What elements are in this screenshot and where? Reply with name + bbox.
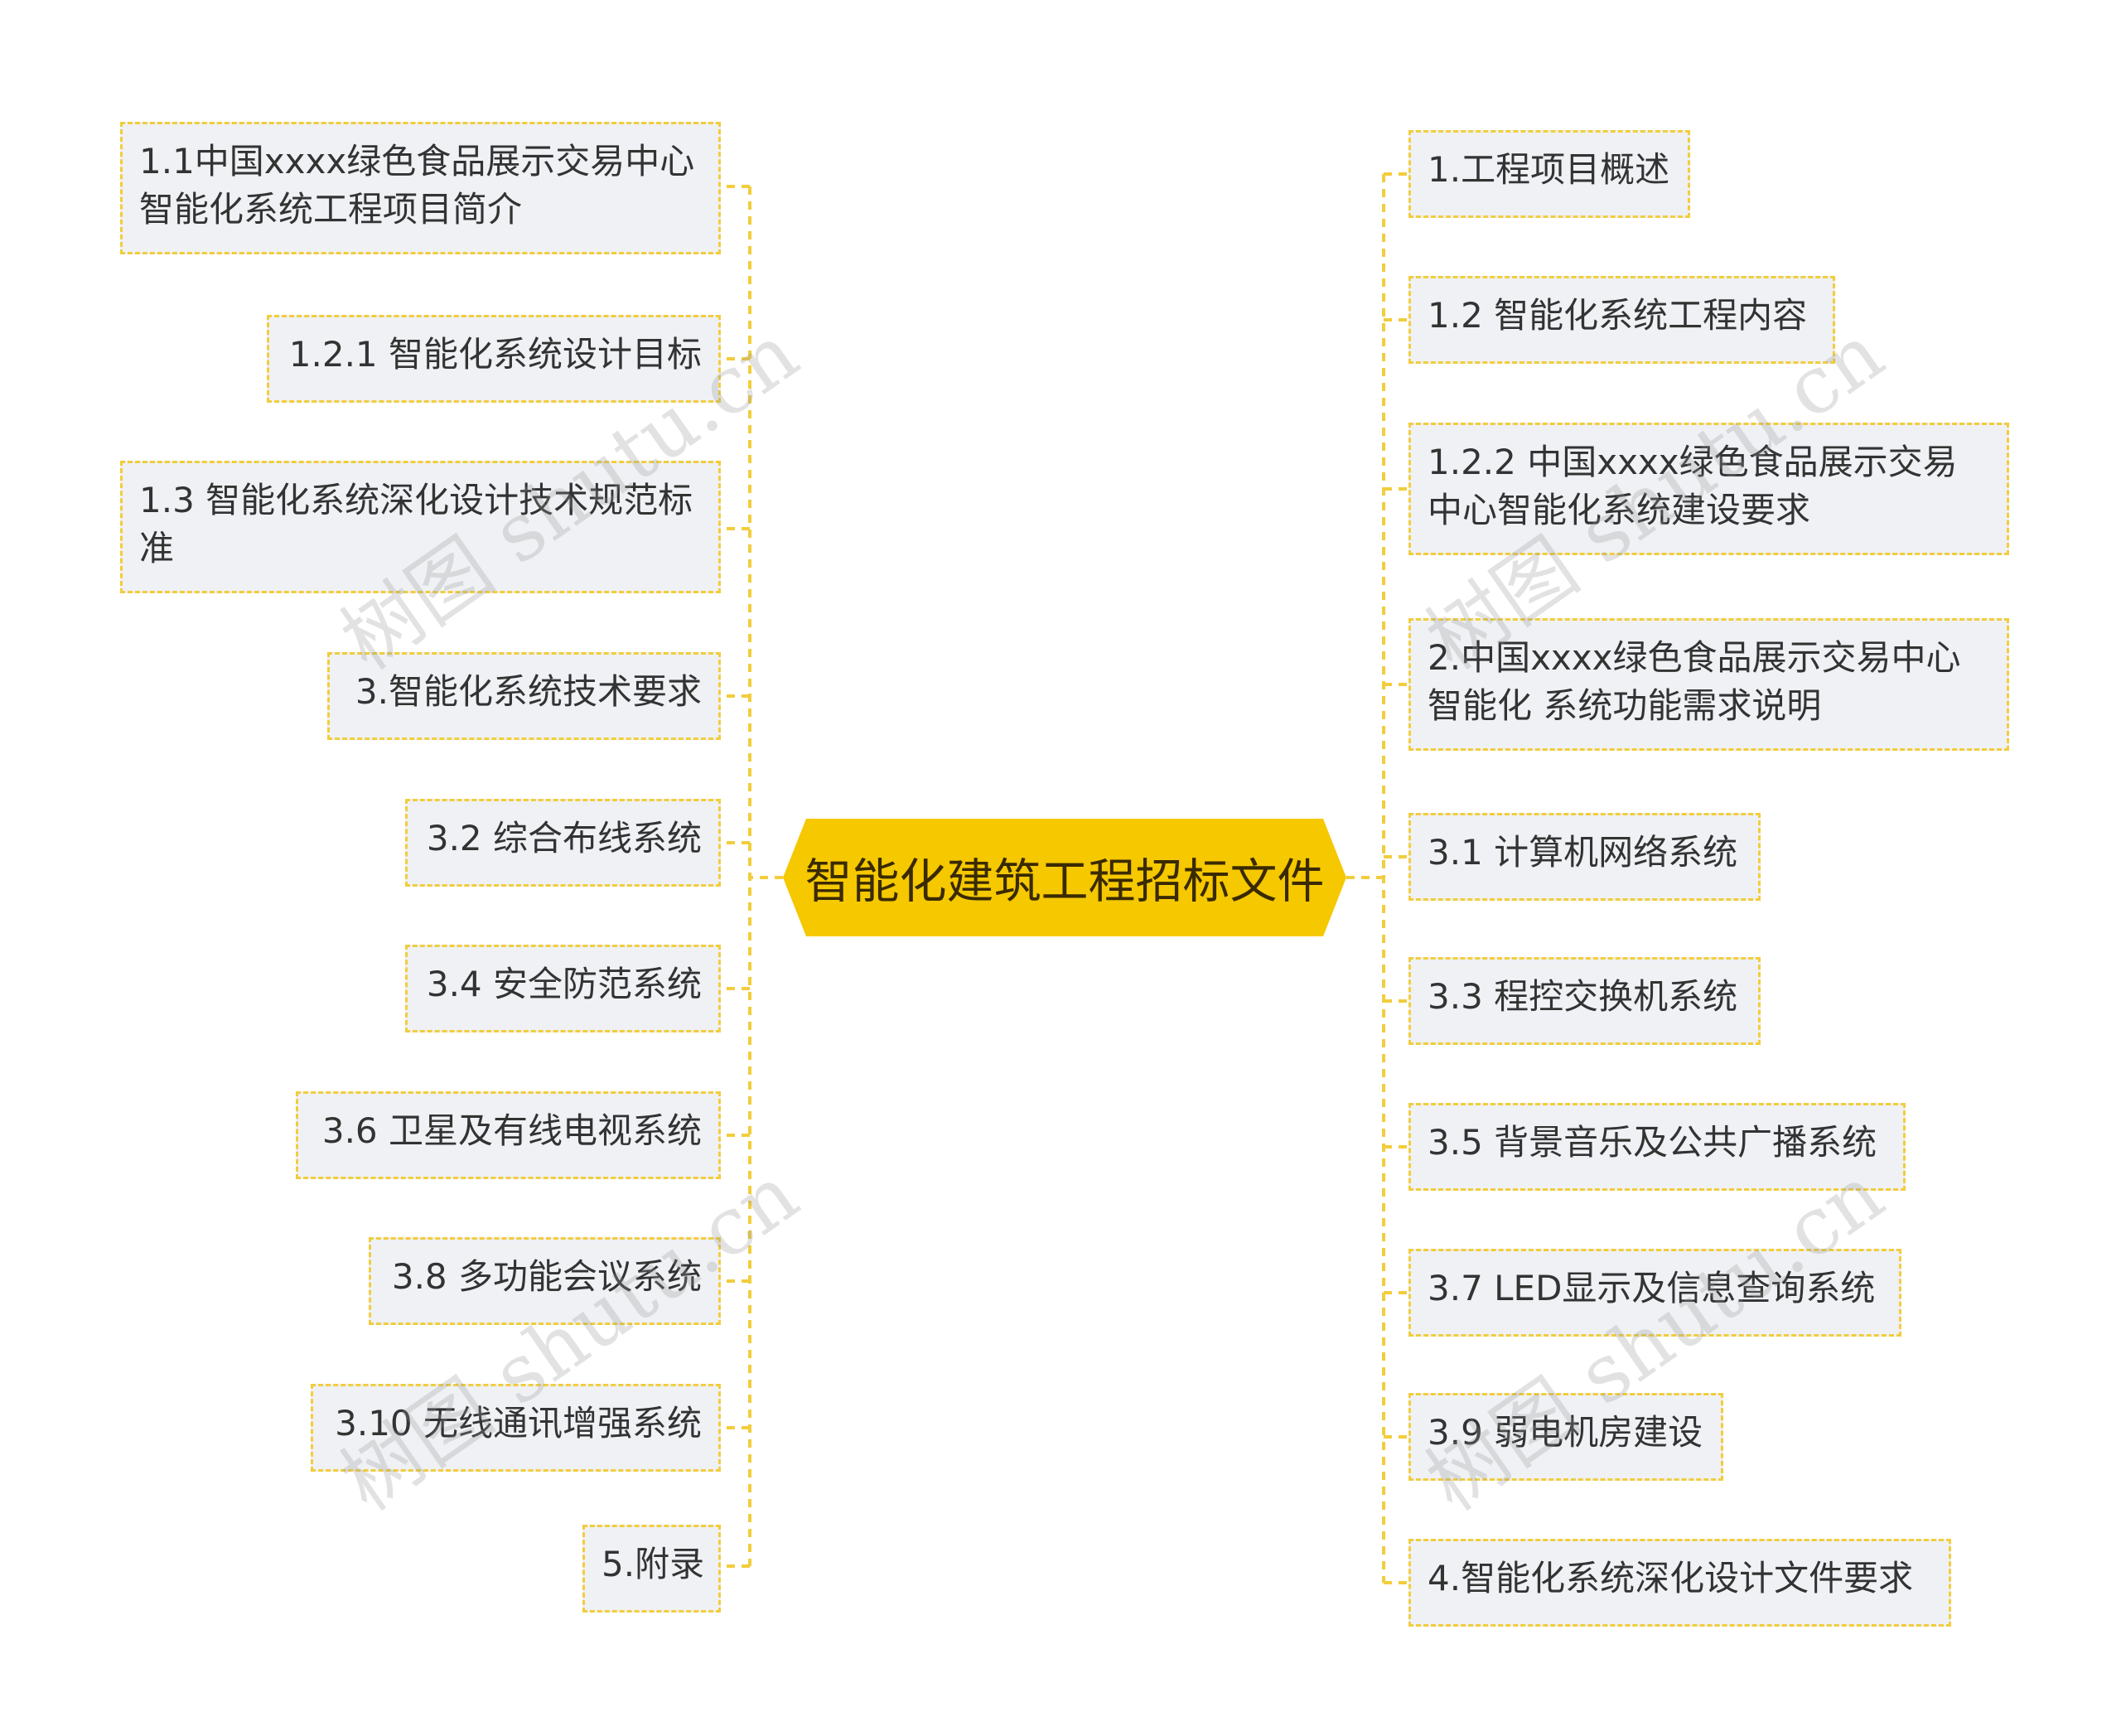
branch-node-3[interactable]: 3.智能化系统技术要求 [327,652,721,740]
branch-node-1-2-1[interactable]: 1.2.1 智能化系统设计目标 [267,315,721,403]
branch-label: 3.6 卫星及有线电视系统 [321,1110,702,1151]
branch-label: 5.附录 [602,1544,705,1584]
branch-label: 3.1 计算机网络系统 [1428,832,1738,873]
branch-label: 1.2.2 中国xxxx绿色食品展示交易中心智能化系统建设要求 [1428,442,1958,530]
branch-node-3-9[interactable]: 3.9 弱电机房建设 [1408,1393,1723,1481]
branch-node-3-4[interactable]: 3.4 安全防范系统 [405,945,721,1032]
root-node[interactable]: 智能化建筑工程招标文件 [783,819,1346,936]
branch-node-3-7[interactable]: 3.7 LED显示及信息查询系统 [1408,1249,1901,1337]
branch-node-3-1[interactable]: 3.1 计算机网络系统 [1408,813,1761,901]
branch-node-3-10[interactable]: 3.10 无线通讯增强系统 [311,1384,721,1472]
branch-node-1-3[interactable]: 1.3 智能化系统深化设计技术规范标准 [120,461,721,593]
branch-label: 1.工程项目概述 [1428,149,1670,190]
branch-label: 3.智能化系统技术要求 [355,671,702,712]
branch-node-1-2-2[interactable]: 1.2.2 中国xxxx绿色食品展示交易中心智能化系统建设要求 [1408,423,2009,555]
branch-label: 3.3 程控交换机系统 [1428,976,1738,1017]
branch-node-1[interactable]: 1.工程项目概述 [1408,130,1690,218]
branch-label: 3.10 无线通讯增强系统 [335,1403,702,1443]
branch-node-2[interactable]: 2.中国xxxx绿色食品展示交易中心智能化 系统功能需求说明 [1408,618,2009,751]
branch-node-3-8[interactable]: 3.8 多功能会议系统 [369,1237,721,1325]
branch-node-1-2[interactable]: 1.2 智能化系统工程内容 [1408,276,1835,364]
branch-node-1-1[interactable]: 1.1中国xxxx绿色食品展示交易中心智能化系统工程项目简介 [120,122,721,254]
root-node-shape [783,819,1346,936]
branch-label: 1.2 智能化系统工程内容 [1428,295,1808,336]
branch-node-5[interactable]: 5.附录 [582,1525,721,1613]
root-node-label: 智能化建筑工程招标文件 [804,854,1325,909]
branch-label: 3.9 弱电机房建设 [1428,1412,1703,1453]
branch-label: 3.2 综合布线系统 [426,818,702,858]
branch-node-3-2[interactable]: 3.2 综合布线系统 [405,799,721,887]
branch-node-3-6[interactable]: 3.6 卫星及有线电视系统 [296,1091,721,1179]
branch-label: 3.8 多功能会议系统 [391,1256,702,1297]
branch-node-3-3[interactable]: 3.3 程控交换机系统 [1408,957,1761,1045]
branch-node-4[interactable]: 4.智能化系统深化设计文件要求 [1408,1539,1951,1627]
branch-node-3-5[interactable]: 3.5 背景音乐及公共广播系统 [1408,1103,1906,1191]
branch-label: 3.7 LED显示及信息查询系统 [1428,1268,1876,1308]
branch-label: 3.4 安全防范系统 [426,964,702,1004]
branch-label: 3.5 背景音乐及公共广播系统 [1428,1122,1877,1163]
branch-label: 1.2.1 智能化系统设计目标 [288,334,702,375]
branch-label: 1.3 智能化系统深化设计技术规范标准 [139,480,693,568]
branch-label: 2.中国xxxx绿色食品展示交易中心智能化 系统功能需求说明 [1428,637,1961,726]
branch-label: 1.1中国xxxx绿色食品展示交易中心智能化系统工程项目简介 [139,141,695,230]
branch-label: 4.智能化系统深化设计文件要求 [1428,1558,1914,1598]
